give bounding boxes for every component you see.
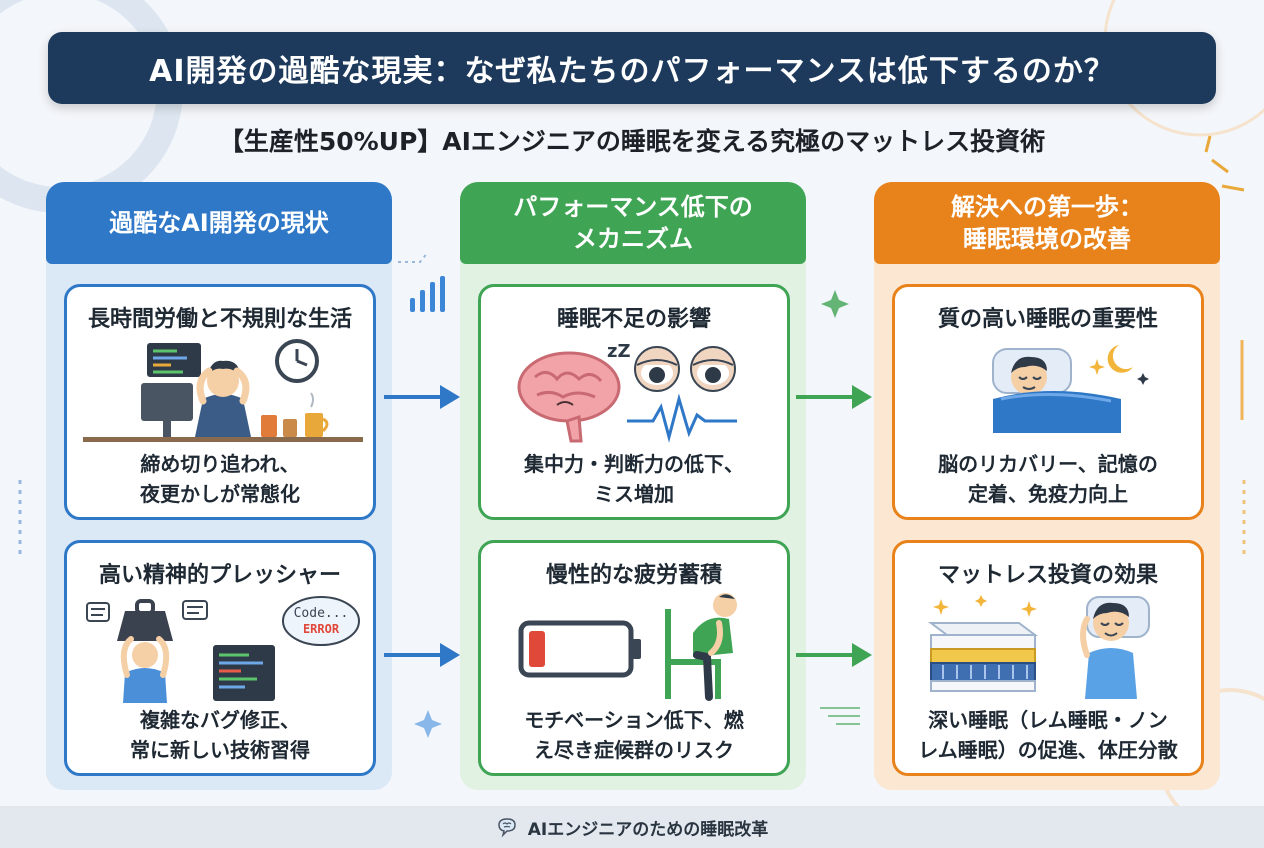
card-text-line: 集中力・判断力の低下、 <box>524 452 744 476</box>
column-heading-line: 過酷なAI開発の現状 <box>109 209 329 237</box>
card-text-line: 複雑なバグ修正、 <box>140 708 300 732</box>
column-heading-line: パフォーマンス低下の <box>513 193 753 221</box>
column-heading: 過酷なAI開発の現状 <box>46 182 392 264</box>
column-current-situation: 過酷なAI開発の現状 長時間労働と不規則な生活 <box>46 182 392 790</box>
card-title: 高い精神的プレッシャー <box>98 563 341 588</box>
footer: AIエンジニアのための睡眠改革 <box>0 806 1264 848</box>
mattress-icon <box>928 595 1150 699</box>
card-quality-sleep: 質の高い睡眠の重要性 脳のリカバリー、記憶の 定着、免疫力向上 <box>892 284 1204 520</box>
card-text-line: え尽き症候群のリスク <box>534 738 734 762</box>
card-description: 集中力・判断力の低下、 ミス増加 <box>481 449 787 509</box>
card-description: 深い睡眠（レム睡眠・ノン レム睡眠）の促進、体圧分散 <box>895 705 1201 765</box>
card-chronic-fatigue: 慢性的な疲労蓄積 モチベーション低下、燃 え尽き症候群のリスク <box>478 540 790 776</box>
card-title: 睡眠不足の影響 <box>556 307 711 332</box>
column-heading-line: 解決への第一歩： <box>951 193 1143 221</box>
card-long-hours: 長時間労働と不規則な生活 締め切り追われ、 <box>64 284 376 520</box>
zz-sleep-text: zZ <box>607 341 631 362</box>
arrow-right-icon <box>384 385 460 409</box>
code-bubble-text: Code... <box>294 606 349 621</box>
card-text-line: 脳のリカバリー、記憶の <box>938 452 1158 476</box>
card-text-line: モチベーション低下、燃 <box>524 708 744 732</box>
card-text-line: 常に新しい技術習得 <box>130 738 310 762</box>
card-description: 複雑なバグ修正、 常に新しい技術習得 <box>67 705 373 765</box>
low-battery-icon <box>518 593 737 701</box>
title-banner: AI開発の過酷な現実：なぜ私たちのパフォーマンスは低下するのか？ <box>48 32 1216 104</box>
column-heading-line: 睡眠環境の改善 <box>963 225 1131 253</box>
card-mental-pressure: 高い精神的プレッシャー Code... ERROR 複雑なバグ修正、 常 <box>64 540 376 776</box>
card-description: 脳のリカバリー、記憶の 定着、免疫力向上 <box>895 449 1201 509</box>
card-mattress-investment: マットレス投資の効果 深い睡眠（レム睡眠・ノン <box>892 540 1204 776</box>
column-heading: パフォーマンス低下の メカニズム <box>460 182 806 264</box>
arrow-right-icon <box>796 385 872 409</box>
sleeping-person-icon <box>992 345 1149 433</box>
card-title: 質の高い睡眠の重要性 <box>937 307 1158 332</box>
card-text-line: レム睡眠）の促進、体圧分散 <box>918 738 1178 762</box>
card-text-line: 夜更かしが常態化 <box>140 482 300 506</box>
card-sleep-deprivation: 睡眠不足の影響 zZ 集中力・判断力の低下、 ミス増加 <box>478 284 790 520</box>
brain-chat-icon <box>497 818 516 838</box>
card-text-line: ミス増加 <box>594 482 674 506</box>
error-bubble-text: ERROR <box>303 622 340 636</box>
overworked-engineer-icon <box>83 339 363 442</box>
card-title: 慢性的な疲労蓄積 <box>545 563 722 588</box>
page-title: AI開発の過酷な現実：なぜ私たちのパフォーマンスは低下するのか？ <box>149 54 1115 89</box>
pressure-weight-icon: Code... ERROR <box>86 596 360 703</box>
column-heading-line: メカニズム <box>573 225 693 253</box>
card-description: 締め切り追われ、 夜更かしが常態化 <box>67 449 373 509</box>
card-text-line: 締め切り追われ、 <box>140 452 300 476</box>
card-title: マットレス投資の効果 <box>937 563 1158 588</box>
column-mechanism: パフォーマンス低下の メカニズム 睡眠不足の影響 zZ 集中力 <box>460 182 806 790</box>
card-description: モチベーション低下、燃 え尽き症候群のリスク <box>481 705 787 765</box>
tired-brain-icon: zZ <box>517 341 737 443</box>
card-text-line: 深い睡眠（レム睡眠・ノン <box>928 708 1168 732</box>
arrow-right-icon <box>796 643 872 667</box>
card-title: 長時間労働と不規則な生活 <box>87 307 352 332</box>
page-subtitle: 【生産性50%UP】AIエンジニアの睡眠を変える究極のマットレス投資術 <box>218 127 1046 156</box>
column-heading: 解決への第一歩： 睡眠環境の改善 <box>874 182 1220 264</box>
footer-label: AIエンジニアのための睡眠改革 <box>527 819 769 840</box>
arrow-right-icon <box>384 643 460 667</box>
column-solution: 解決への第一歩： 睡眠環境の改善 質の高い睡眠の重要性 脳のリカバリー、記憶の … <box>874 182 1220 790</box>
card-text-line: 定着、免疫力向上 <box>968 482 1128 506</box>
